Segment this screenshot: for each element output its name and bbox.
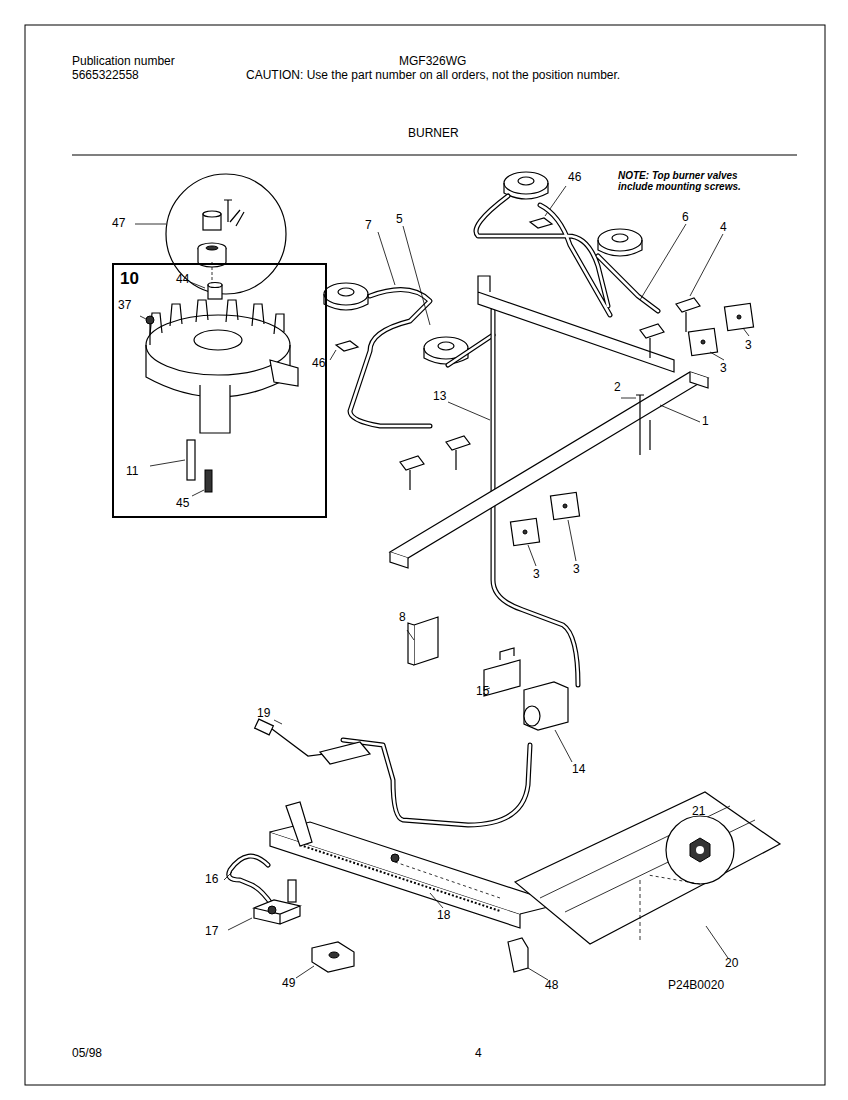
callout-number: 10 (120, 269, 139, 289)
callout-number: 8 (399, 610, 406, 624)
callout-number: 46 (568, 170, 581, 184)
figure-code: P24B0020 (668, 978, 724, 992)
callout-number: 45 (176, 496, 189, 510)
callout-number: 3 (745, 338, 752, 352)
callout-number: 4 (720, 220, 727, 234)
callout-number: 3 (720, 361, 727, 375)
callout-number: 14 (572, 762, 585, 776)
callout-number: 17 (205, 924, 218, 938)
callout-number: 5 (396, 212, 403, 226)
callout-number: 49 (282, 976, 295, 990)
callout-number: 3 (533, 567, 540, 581)
page-number: 4 (475, 1046, 482, 1060)
callout-number: 2 (614, 380, 621, 394)
callout-number: 44 (176, 272, 189, 286)
header-text: 5665322558 (72, 68, 139, 82)
detail-box: 10 (112, 263, 327, 518)
date: 05/98 (72, 1046, 102, 1060)
callout-number: 13 (433, 389, 446, 403)
callout-number: 6 (682, 210, 689, 224)
callout-number: 48 (545, 978, 558, 992)
note: NOTE: Top burner valves include mounting… (618, 170, 768, 192)
callout-number: 3 (573, 562, 580, 576)
callout-number: 1 (702, 414, 709, 428)
callout-number: 20 (725, 956, 738, 970)
callout-number: 47 (112, 216, 125, 230)
header-text: Publication number (72, 54, 175, 68)
callout-number: 19 (257, 706, 270, 720)
callout-number: 16 (205, 872, 218, 886)
callout-number: 11 (126, 464, 138, 478)
callout-number: 46 (312, 356, 325, 370)
caution-note: CAUTION: Use the part number on all orde… (246, 68, 620, 82)
callout-number: 21 (692, 804, 705, 818)
callout-number: 15 (476, 684, 489, 698)
model-number: MGF326WG (399, 54, 466, 68)
page-title: BURNER (408, 126, 459, 140)
callout-number: 7 (365, 218, 372, 232)
callout-number: 37 (118, 298, 131, 312)
callout-number: 18 (437, 908, 450, 922)
